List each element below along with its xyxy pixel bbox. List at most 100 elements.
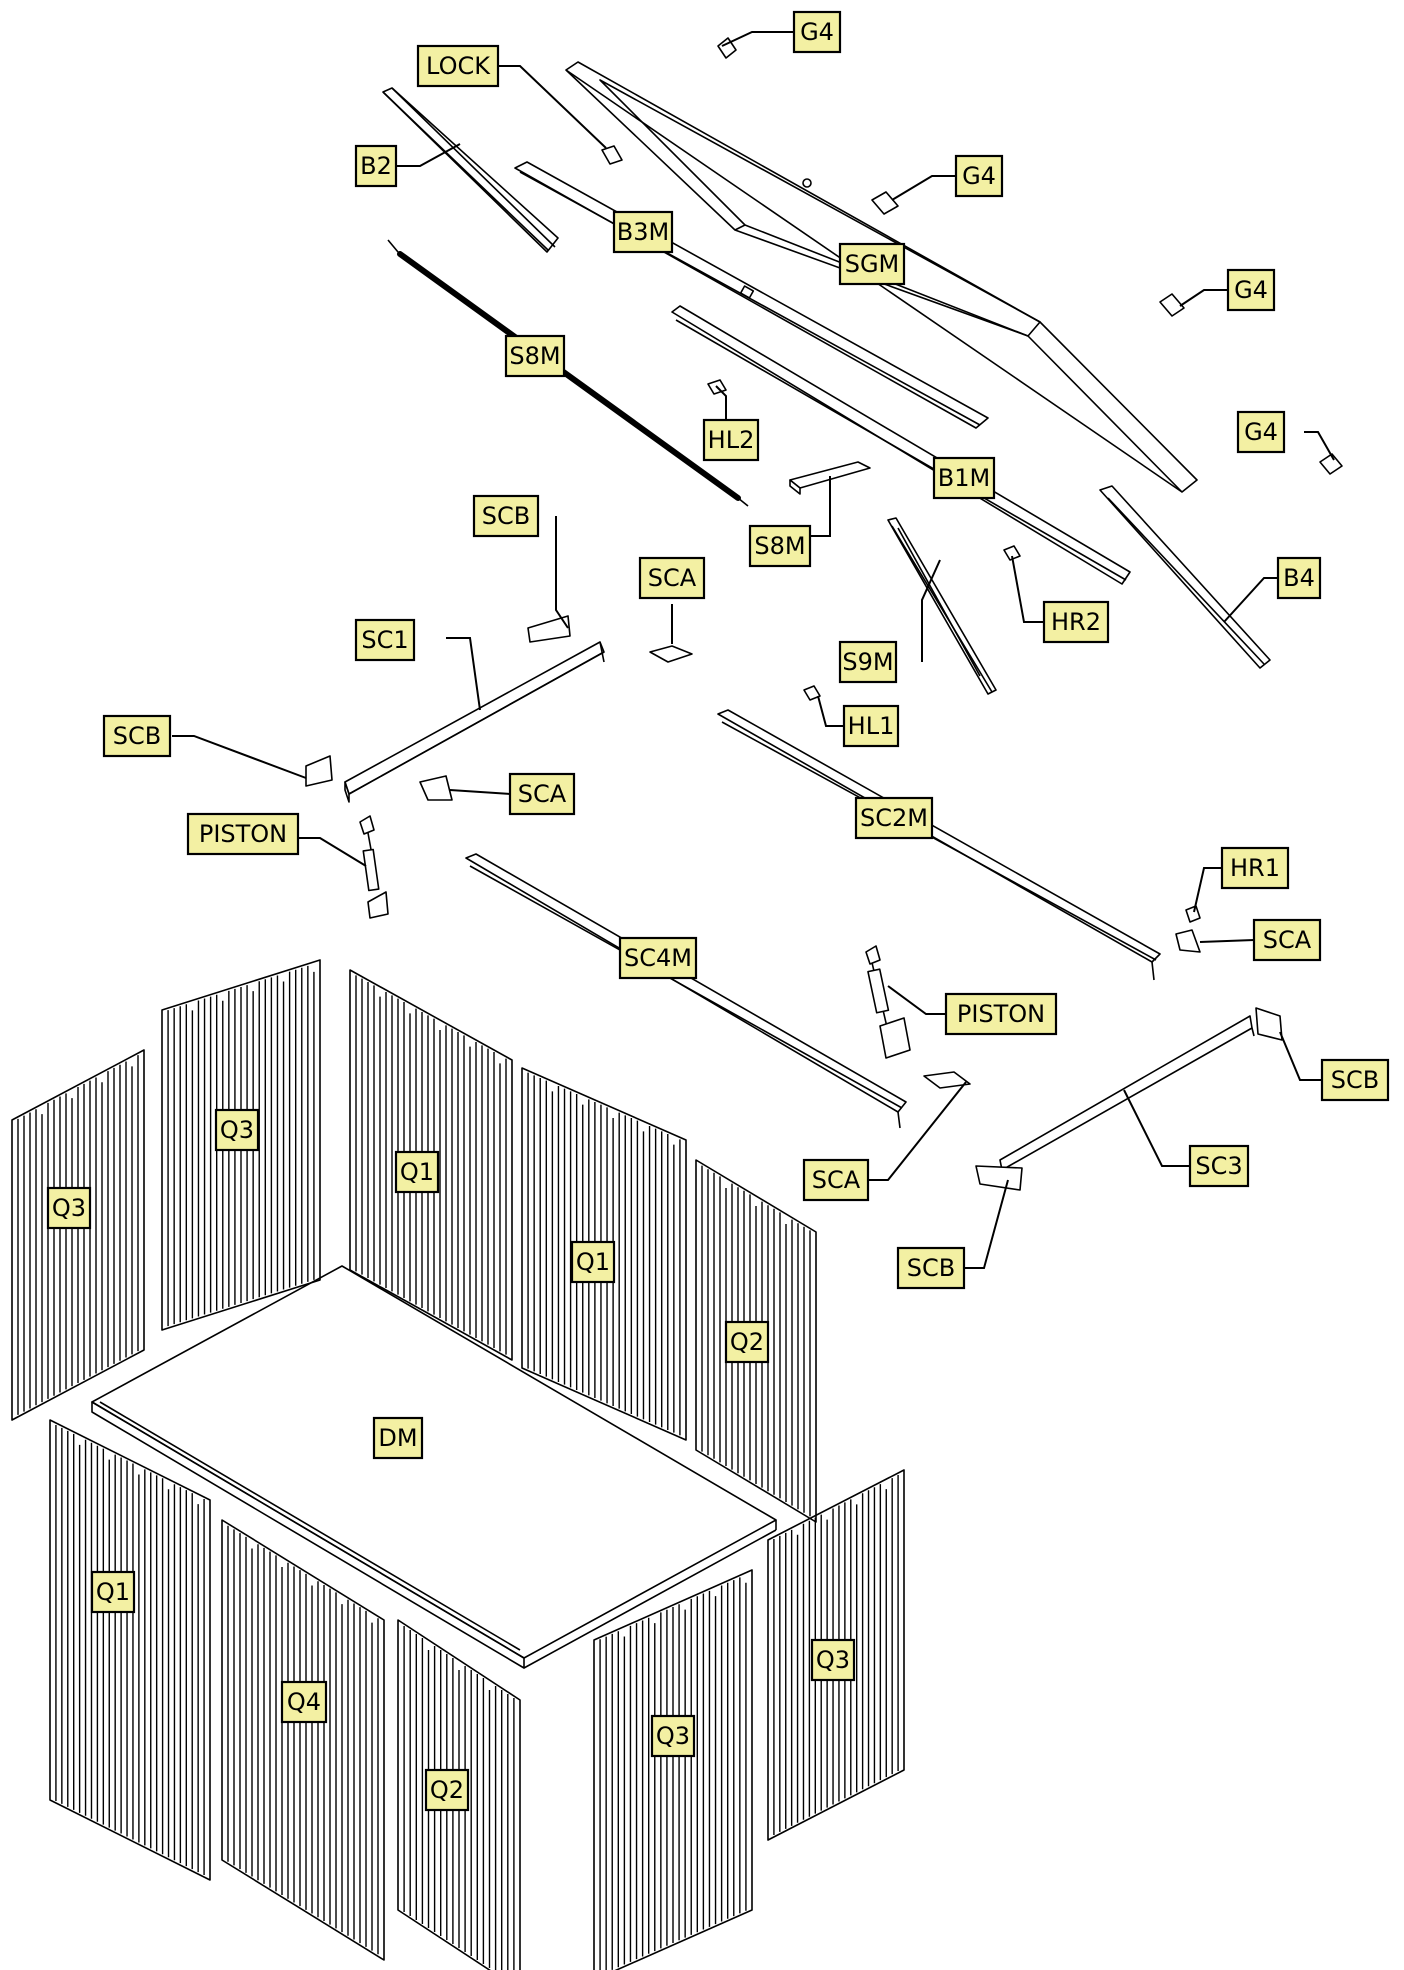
svg-text:SC1: SC1 [361, 626, 408, 654]
svg-text:SCB: SCB [482, 502, 530, 530]
label-hl1: HL1 [842, 704, 900, 748]
roof-bar-b4 [1099, 485, 1271, 669]
fitting-g4-low [1319, 453, 1343, 475]
frame-bar-sc1 [344, 641, 605, 803]
label-sca-right: SCA [1252, 918, 1322, 962]
fitting-g4-top [717, 37, 737, 59]
wall-panels [11, 959, 905, 1970]
svg-text:SCB: SCB [907, 1254, 955, 1282]
panel-q1-back-mid [349, 969, 513, 1361]
svg-text:B1M: B1M [938, 464, 990, 492]
label-sca-bottom: SCA [802, 1158, 870, 1202]
corner-bracket-sca-left [419, 775, 453, 801]
label-hl2: HL2 [702, 418, 760, 462]
label-sc1: SC1 [354, 618, 416, 662]
floor-base-dm [91, 1265, 777, 1669]
corner-bracket-scb-bottom [975, 1165, 1023, 1191]
svg-text:SC3: SC3 [1195, 1152, 1242, 1180]
label-s8m-bracket: S8M [748, 524, 812, 568]
label-q1-back-mid: Q1 [394, 1150, 440, 1194]
panel-q4-front [221, 1519, 385, 1961]
svg-text:Q1: Q1 [96, 1578, 130, 1606]
label-sc2m: SC2M [854, 796, 934, 840]
panel-q3-front-right [593, 1569, 753, 1970]
label-q1-front-left: Q1 [90, 1570, 136, 1614]
label-lock: LOCK [416, 44, 500, 88]
label-q3-front-right: Q3 [650, 1714, 696, 1758]
label-s8m-rod: S8M [504, 334, 566, 378]
svg-text:Q3: Q3 [220, 1116, 254, 1144]
panel-q1-front-left [49, 1419, 211, 1881]
fitting-lock [601, 145, 623, 165]
svg-text:Q2: Q2 [430, 1776, 464, 1804]
label-piston-left: PISTON [186, 812, 300, 856]
label-s9m: S9M [838, 640, 898, 684]
panel-q3-far-left [11, 1049, 145, 1421]
svg-text:LOCK: LOCK [426, 52, 491, 80]
svg-text:SCB: SCB [113, 722, 161, 750]
frame-bar-sc2m [717, 709, 1161, 981]
svg-text:G4: G4 [1234, 276, 1268, 304]
label-sca-left: SCA [508, 772, 576, 816]
svg-text:HL1: HL1 [848, 712, 895, 740]
gas-piston-left [359, 815, 389, 919]
label-piston-right: PISTON [944, 992, 1058, 1036]
gas-piston-right [865, 945, 911, 1059]
svg-text:Q4: Q4 [287, 1688, 321, 1716]
svg-text:SC2M: SC2M [860, 804, 928, 832]
label-hr1: HR1 [1220, 846, 1290, 890]
svg-text:DM: DM [378, 1424, 417, 1452]
panel-q2-front [397, 1619, 521, 1970]
hinge-hl1 [803, 685, 821, 701]
label-g4-top: G4 [792, 10, 842, 54]
svg-text:Q1: Q1 [400, 1158, 434, 1186]
roof-bar-b3m [514, 161, 989, 429]
svg-text:Q2: Q2 [730, 1328, 764, 1356]
label-q3-back-left: Q3 [214, 1108, 260, 1152]
label-b3m: B3M [612, 210, 674, 254]
label-sc4m: SC4M [618, 936, 698, 980]
label-hr2: HR2 [1042, 600, 1110, 644]
label-b1m: B1M [932, 456, 996, 500]
svg-text:HL2: HL2 [708, 426, 755, 454]
fitting-g4-mid [871, 191, 899, 215]
svg-text:SC4M: SC4M [624, 944, 692, 972]
corner-bracket-scb-left [305, 755, 333, 787]
svg-text:PISTON: PISTON [957, 1000, 1045, 1028]
svg-text:SGM: SGM [845, 250, 900, 278]
svg-text:SCA: SCA [648, 564, 697, 592]
roof-rod-s8m [387, 239, 749, 507]
label-q1-back-right: Q1 [570, 1240, 616, 1284]
label-sgm: SGM [838, 242, 906, 286]
svg-text:B4: B4 [1283, 564, 1315, 592]
svg-text:S9M: S9M [842, 648, 893, 676]
leader-lines [172, 31, 1335, 1269]
label-dm: DM [372, 1416, 424, 1460]
label-scb-right: SCB [1320, 1058, 1390, 1102]
label-scb-top: SCB [472, 494, 540, 538]
corner-bracket-scb-right [1255, 1007, 1283, 1041]
svg-text:Q3: Q3 [656, 1722, 690, 1750]
svg-text:SCA: SCA [1263, 926, 1312, 954]
label-q2-back: Q2 [724, 1320, 770, 1364]
svg-text:G4: G4 [962, 162, 996, 190]
roof-bar-b2 [382, 87, 559, 253]
frame-bar-sc4m [465, 853, 907, 1129]
svg-text:S8M: S8M [509, 342, 560, 370]
svg-text:Q3: Q3 [816, 1646, 850, 1674]
corner-bracket-sca-bottom [923, 1071, 971, 1089]
bracket-s8m [789, 461, 871, 495]
svg-text:S8M: S8M [754, 532, 805, 560]
svg-text:G4: G4 [1244, 418, 1278, 446]
svg-text:Q1: Q1 [576, 1248, 610, 1276]
roof-strut-s9m [887, 517, 997, 695]
svg-text:SCA: SCA [812, 1166, 861, 1194]
label-q3-side-right: Q3 [810, 1638, 856, 1682]
corner-bracket-sca-right [1175, 929, 1201, 953]
label-b2: B2 [354, 144, 398, 188]
panel-q1-back-right [521, 1067, 687, 1441]
label-scb-bottom: SCB [896, 1246, 966, 1290]
label-q4-front: Q4 [280, 1680, 328, 1724]
label-g4-right: G4 [1226, 268, 1276, 312]
